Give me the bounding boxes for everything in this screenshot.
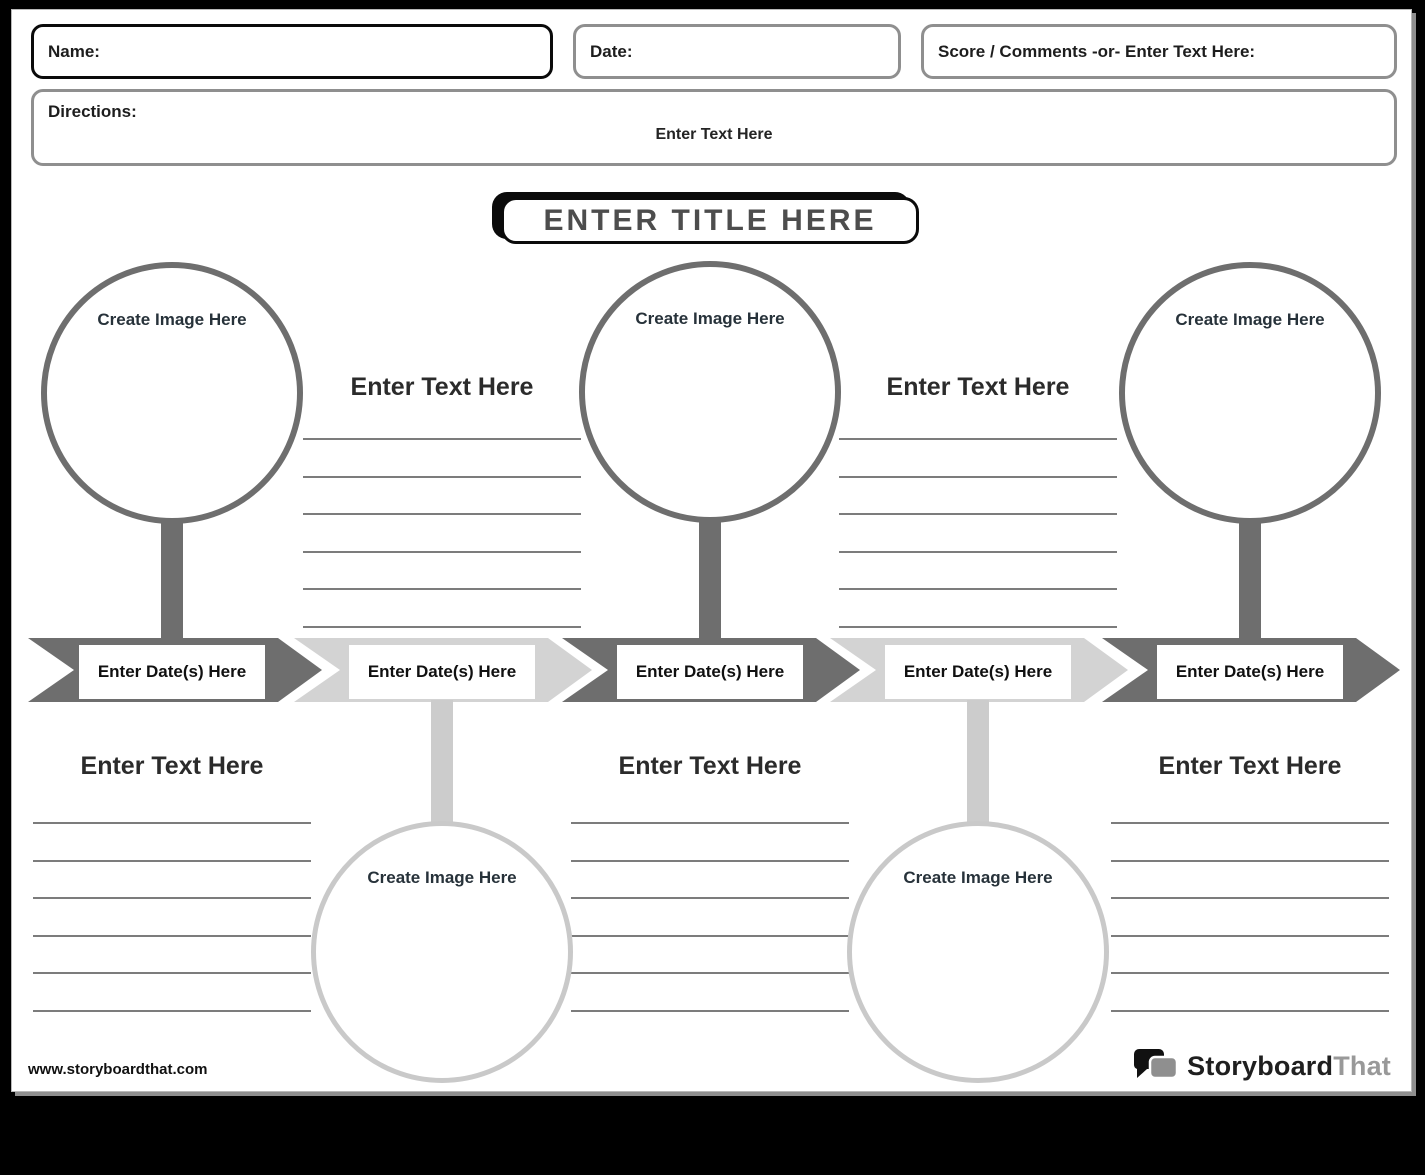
writing-line bbox=[303, 438, 581, 440]
writing-line bbox=[839, 513, 1117, 515]
connector-5 bbox=[1239, 515, 1261, 640]
image-circle-2[interactable]: Create Image Here bbox=[311, 821, 573, 1083]
image-circle-5[interactable]: Create Image Here bbox=[1119, 262, 1381, 524]
text-area-label-2: Enter Text Here bbox=[350, 373, 534, 401]
title-field[interactable]: ENTER TITLE HERE bbox=[501, 197, 919, 244]
image-placeholder-label-3: Create Image Here bbox=[635, 309, 785, 328]
timeline-date-field-2[interactable]: Enter Date(s) Here bbox=[349, 645, 535, 699]
writing-line bbox=[303, 588, 581, 590]
writing-line bbox=[1111, 859, 1389, 862]
worksheet-page: Name: Date: Score / Comments -or- Enter … bbox=[11, 9, 1412, 1092]
writing-line bbox=[33, 972, 311, 974]
writing-line bbox=[33, 822, 311, 824]
image-placeholder-label-5: Create Image Here bbox=[1175, 310, 1325, 329]
text-area-label-3: Enter Text Here bbox=[618, 752, 802, 780]
image-circle-4[interactable]: Create Image Here bbox=[847, 821, 1109, 1083]
text-area-lines-3[interactable] bbox=[571, 822, 849, 1047]
writing-line bbox=[1111, 822, 1389, 824]
connector-1 bbox=[161, 515, 183, 640]
image-placeholder-label-4: Create Image Here bbox=[903, 868, 1053, 887]
writing-line bbox=[1111, 972, 1389, 974]
name-field[interactable]: Name: bbox=[31, 24, 553, 79]
timeline-date-field-5[interactable]: Enter Date(s) Here bbox=[1157, 645, 1343, 699]
text-area-lines-1[interactable] bbox=[33, 822, 311, 1047]
writing-line bbox=[839, 438, 1117, 440]
text-area-label-1: Enter Text Here bbox=[80, 752, 264, 780]
writing-line bbox=[1111, 897, 1389, 899]
image-placeholder-label-2: Create Image Here bbox=[367, 868, 517, 887]
writing-line bbox=[33, 897, 311, 899]
text-area-lines-4[interactable] bbox=[839, 438, 1117, 663]
connector-2 bbox=[431, 700, 453, 825]
writing-line bbox=[839, 588, 1117, 590]
timeline-date-label-3: Enter Date(s) Here bbox=[635, 662, 785, 681]
writing-line bbox=[571, 859, 849, 862]
directions-field[interactable]: Directions: Enter Text Here bbox=[31, 89, 1397, 166]
image-placeholder-label-1: Create Image Here bbox=[97, 310, 247, 329]
text-area-lines-5[interactable] bbox=[1111, 822, 1389, 1047]
logo-wordmark: StoryboardThat bbox=[1187, 1051, 1391, 1082]
image-circle-3[interactable]: Create Image Here bbox=[579, 261, 841, 523]
logo-storyboard-text: Storyboard bbox=[1187, 1050, 1334, 1081]
timeline-date-label-4: Enter Date(s) Here bbox=[903, 662, 1053, 681]
directions-label: Directions: bbox=[48, 102, 137, 121]
writing-line bbox=[1111, 1009, 1389, 1012]
name-label: Name: bbox=[48, 41, 100, 61]
score-comments-field[interactable]: Score / Comments -or- Enter Text Here: bbox=[921, 24, 1397, 79]
timeline-date-label-2: Enter Date(s) Here bbox=[367, 662, 517, 681]
writing-line bbox=[33, 1009, 311, 1012]
writing-line bbox=[571, 822, 849, 824]
connector-3 bbox=[699, 515, 721, 640]
date-field[interactable]: Date: bbox=[573, 24, 901, 79]
writing-line bbox=[33, 934, 311, 937]
logo-that-text: That bbox=[1333, 1050, 1391, 1081]
text-area-label-5: Enter Text Here bbox=[1158, 752, 1342, 780]
timeline-date-label-1: Enter Date(s) Here bbox=[97, 662, 247, 681]
page-title: ENTER TITLE HERE bbox=[543, 203, 877, 237]
speech-bubbles-icon bbox=[1134, 1049, 1179, 1080]
writing-line bbox=[571, 934, 849, 937]
writing-line bbox=[839, 550, 1117, 553]
timeline-date-field-3[interactable]: Enter Date(s) Here bbox=[617, 645, 803, 699]
date-label: Date: bbox=[590, 41, 633, 61]
connector-4 bbox=[967, 700, 989, 825]
writing-line bbox=[303, 513, 581, 515]
score-comments-label: Score / Comments -or- Enter Text Here: bbox=[938, 41, 1256, 61]
writing-line bbox=[1111, 934, 1389, 937]
image-circle-1[interactable]: Create Image Here bbox=[41, 262, 303, 524]
timeline-date-field-4[interactable]: Enter Date(s) Here bbox=[885, 645, 1071, 699]
storyboardthat-logo: StoryboardThat bbox=[1133, 1048, 1391, 1084]
text-area-label-4: Enter Text Here bbox=[886, 373, 1070, 401]
writing-line bbox=[839, 625, 1117, 628]
timeline-date-label-5: Enter Date(s) Here bbox=[1175, 662, 1325, 681]
directions-placeholder: Enter Text Here bbox=[655, 126, 773, 143]
writing-line bbox=[571, 972, 849, 974]
timeline-date-field-1[interactable]: Enter Date(s) Here bbox=[79, 645, 265, 699]
writing-line bbox=[303, 475, 581, 478]
writing-line bbox=[33, 859, 311, 862]
writing-line bbox=[839, 475, 1117, 478]
text-area-lines-2[interactable] bbox=[303, 438, 581, 663]
writing-line bbox=[571, 1009, 849, 1012]
website-url: www.storyboardthat.com bbox=[28, 1061, 208, 1078]
writing-line bbox=[303, 625, 581, 628]
writing-line bbox=[303, 550, 581, 553]
writing-line bbox=[571, 897, 849, 899]
